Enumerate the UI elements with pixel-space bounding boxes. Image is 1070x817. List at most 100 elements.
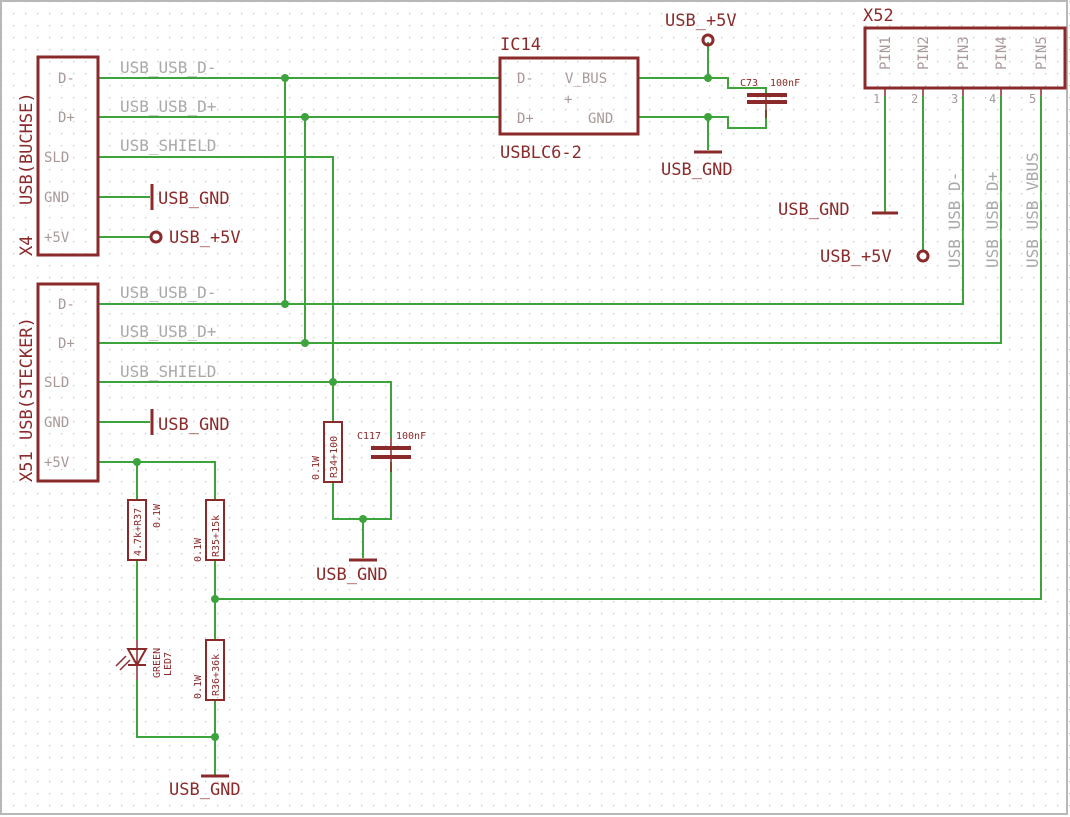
ic14-value: USBLC6-2 [500, 143, 582, 163]
gnd-label: USB_GND [158, 415, 230, 435]
vcc-label: USB_+5V [169, 228, 241, 248]
gnd-label: USB_GND [661, 160, 733, 180]
vcc-label: USB_+5V [665, 11, 737, 31]
c117-name: C117 [357, 431, 381, 442]
x4-value: USB(BUCHSE) [17, 92, 37, 205]
vcc-circle [149, 230, 163, 244]
vcc-symbol-x4: USB_+5V [149, 228, 241, 248]
junction-dot [281, 300, 289, 308]
led-led7[interactable]: GREEN LED7 [115, 640, 174, 680]
resistor-r34[interactable]: R34+100 0.1W [311, 421, 343, 483]
r35-rating: 0.1W [193, 537, 204, 562]
vcc-symbol-ic14: USB_+5V [665, 11, 737, 47]
x4-name: X4 [17, 236, 37, 256]
r37-rating: 0.1W [152, 503, 163, 528]
ic14[interactable]: D- D+ V_BUS GND + IC14 USBLC6-2 [498, 35, 640, 163]
junction-dot [211, 733, 219, 741]
junction-dot [359, 515, 367, 523]
x51-pin-label: GND [44, 415, 69, 431]
gnd-symbol-x4: USB_GND [150, 184, 230, 210]
capacitor-c117[interactable]: C117 100nF [357, 431, 426, 472]
vcc-label: USB_+5V [820, 247, 892, 267]
r35-label: R35+15k [211, 515, 222, 557]
x51-pin-label: SLD [44, 375, 69, 391]
net-label-usb-d-minus: USB_USB_D- [945, 172, 964, 268]
ic14-pin-label: D- [517, 71, 534, 87]
r34-body [323, 421, 343, 483]
connector-x51-body [36, 282, 100, 483]
c117-value: 100nF [396, 431, 426, 442]
wire-x51-shield [98, 381, 392, 438]
junctions [133, 74, 712, 741]
c73-name: C73 [740, 78, 758, 89]
net-label-d-plus-2: USB_USB_D+ [120, 322, 216, 341]
junction-dot [211, 595, 219, 603]
vcc-symbol-x52: USB_+5V [820, 247, 930, 267]
junction-dot [704, 113, 712, 121]
x52-pin-label: PIN2 [916, 36, 932, 70]
gnd-label: USB_GND [316, 565, 388, 585]
gnd-symbol-divider: USB_GND [169, 774, 241, 800]
net-label-usb-vbus: USB_USB_VBUS [1023, 152, 1042, 268]
led7-arrow [119, 659, 131, 671]
led7-arrow [115, 655, 127, 667]
connector-x4[interactable]: D- D+ SLD GND +5V USB(BUCHSE) X4 [17, 55, 100, 257]
ic14-body [498, 56, 640, 136]
r37-label: 4.7k+R37 [133, 508, 144, 556]
gnd-symbol-x51: USB_GND [150, 409, 230, 435]
junction-dot [301, 113, 309, 121]
gnd-symbol-c117: USB_GND [316, 558, 388, 585]
wire-led-gnd [136, 680, 215, 738]
gnd-symbol-ic14: USB_GND [661, 150, 733, 180]
junction-dot [704, 74, 712, 82]
led7-name: LED7 [163, 652, 174, 676]
x52-pin-label: PIN3 [956, 36, 972, 70]
x4-pin-label: D- [58, 71, 75, 87]
x51-value: USB(STECKER) [17, 317, 37, 440]
wire-c73-bottom [708, 110, 767, 129]
x51-pin-label: +5V [44, 455, 70, 471]
wire-x4-shield [98, 156, 334, 382]
x52-pin-number: 4 [989, 92, 996, 106]
x52-body [863, 26, 1067, 90]
led7-value: GREEN [152, 648, 163, 678]
net-labels: USB_USB_D- USB_USB_D+ USB_SHIELD USB_USB… [120, 58, 1042, 381]
r34-rating: 0.1W [311, 455, 322, 480]
x51-pin-label: D+ [58, 336, 75, 352]
capacitor-c73[interactable]: C73 100nF [740, 78, 800, 118]
x4-pin-label: SLD [44, 150, 69, 166]
connector-x4-body [36, 55, 100, 257]
x52-name: X52 [863, 6, 894, 26]
r36-label: R36+36k [211, 654, 222, 696]
net-label-d-plus: USB_USB_D+ [120, 97, 216, 116]
gnd-label: USB_GND [778, 200, 850, 220]
x52-pin-label: PIN1 [878, 36, 894, 70]
x52-pin-number: 3 [951, 92, 958, 106]
c73-value: 100nF [770, 78, 800, 89]
ic14-pin-label: D+ [517, 111, 534, 127]
resistor-r37[interactable]: 4.7k+R37 0.1W [127, 499, 163, 561]
resistor-r36[interactable]: R36+36k 0.1W [193, 639, 225, 701]
net-label-d-minus: USB_USB_D- [120, 58, 216, 77]
ic14-origin-mark: + [564, 92, 572, 108]
net-label-shield-2: USB_SHIELD [120, 362, 216, 381]
connector-x51[interactable]: D- D+ SLD GND +5V USB(STECKER) X51 [17, 282, 100, 483]
wire-x51-d-minus [98, 96, 964, 305]
ic14-name: IC14 [500, 35, 541, 55]
net-label-usb-d-plus: USB_USB_D+ [983, 172, 1002, 268]
x4-pin-label: GND [44, 190, 69, 206]
x4-pin-label: +5V [44, 230, 70, 246]
r35-body [205, 499, 225, 561]
net-label-shield: USB_SHIELD [120, 136, 216, 155]
resistor-r35[interactable]: R35+15k 0.1W [193, 499, 225, 562]
x51-name: X51 [17, 451, 37, 482]
net-label-d-minus-2: USB_USB_D- [120, 283, 216, 302]
connector-x52[interactable]: X52 PIN1 PIN2 PIN3 PIN4 PIN5 1 2 3 4 5 [863, 6, 1067, 106]
wire-vbus [215, 96, 1042, 600]
x52-pin-label: PIN5 [1034, 36, 1050, 70]
junction-dot [133, 458, 141, 466]
r36-rating: 0.1W [193, 674, 204, 699]
